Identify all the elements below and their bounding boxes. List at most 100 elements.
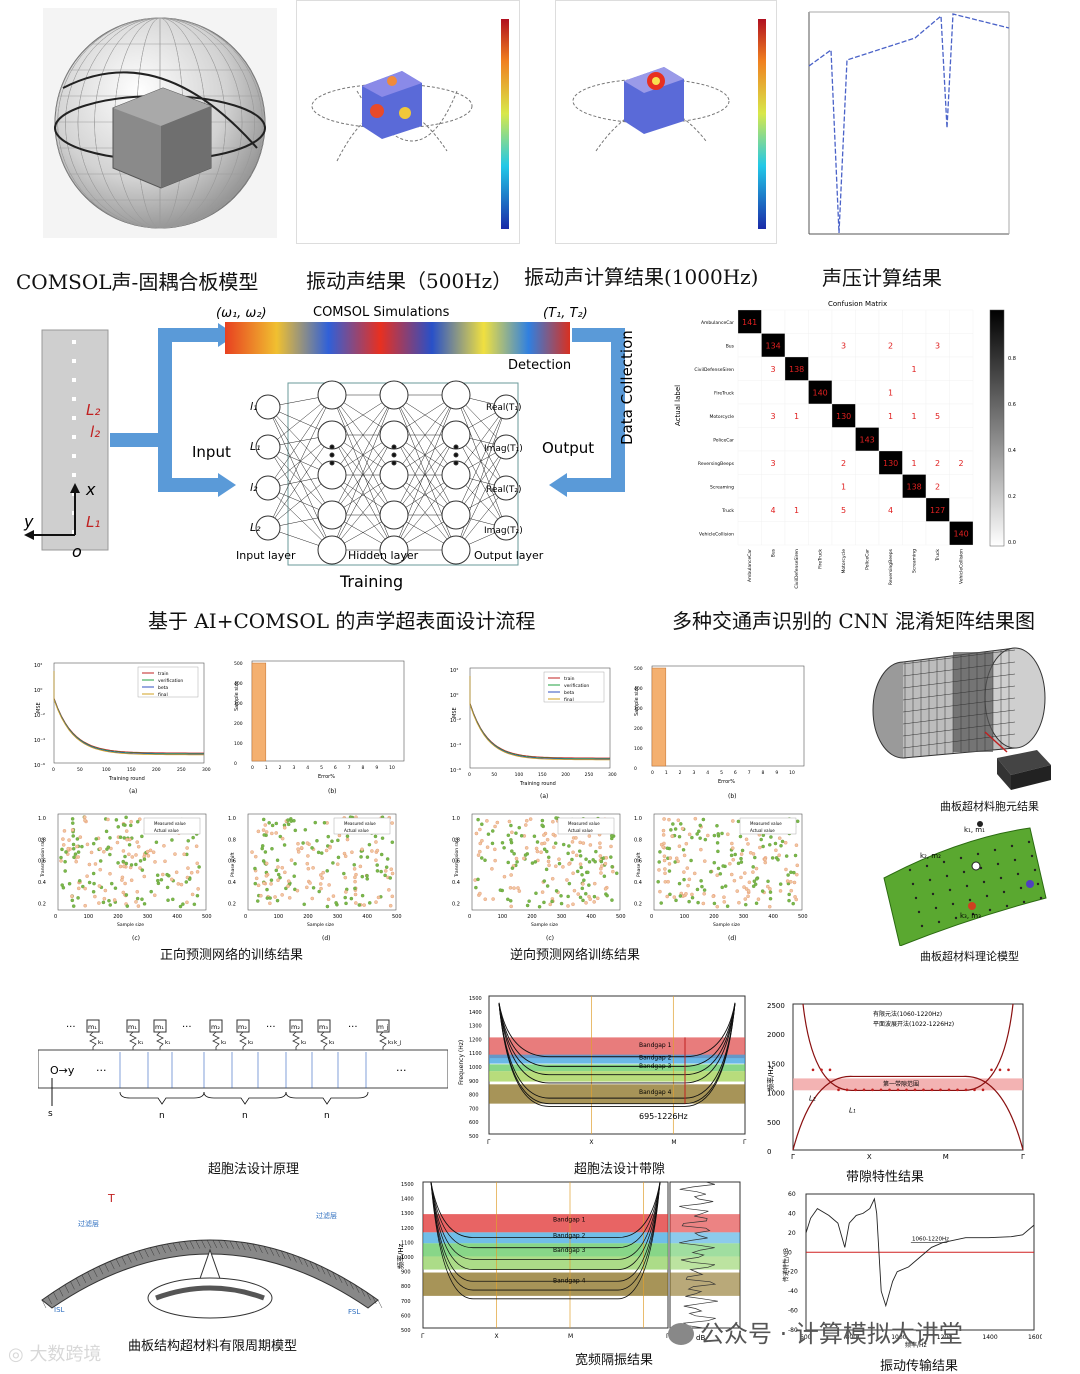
- loss-sublabel: (a): [540, 793, 548, 800]
- loss-ytick: 10²: [34, 663, 42, 669]
- scatter-point: [276, 878, 280, 882]
- scatter-point: [784, 854, 789, 858]
- scatter-point: [542, 900, 546, 905]
- scatter-point: [254, 876, 259, 881]
- nn-edge: [455, 446, 507, 551]
- confusion-cell: [949, 474, 974, 499]
- char-fem-point: [854, 1088, 857, 1092]
- scatter-point: [284, 886, 288, 891]
- loss-xlabel: Training round: [519, 781, 556, 787]
- supercell-brace: [119, 1091, 205, 1105]
- wechat-icon: [668, 1323, 694, 1345]
- theory-label-3: k₃, m₃: [960, 912, 981, 920]
- scatter-point: [122, 864, 126, 869]
- arch-grid-line: [161, 1244, 166, 1254]
- loss-ytick: 10⁰: [34, 688, 42, 694]
- loss-xtick: 150: [538, 772, 547, 778]
- scatter-point: [760, 889, 765, 893]
- wide-ytick: 800: [401, 1284, 411, 1290]
- scatter-point: [542, 847, 547, 851]
- char-legend-entry: 有限元法(1060-1220Hz): [873, 1010, 942, 1018]
- scatter-point: [730, 841, 734, 846]
- scatter-point: [554, 816, 558, 820]
- scatter-point: [59, 855, 63, 860]
- wide-xtick: X: [495, 1333, 499, 1340]
- arch-grid-line: [127, 1254, 132, 1263]
- theory-mass-dot: [996, 862, 1000, 866]
- scatter-point: [777, 853, 781, 858]
- scatter-point: [678, 894, 683, 898]
- sphere-mesh-figure: [54, 17, 266, 229]
- scatter-point: [187, 877, 192, 881]
- input-label: Input: [192, 443, 231, 461]
- scatter-point: [697, 829, 701, 833]
- scatter-point: [108, 903, 112, 907]
- scatter-point: [276, 872, 281, 877]
- scatter-point: [310, 896, 314, 901]
- scatter-point: [365, 874, 369, 878]
- scatter-ytick: 0.2: [634, 901, 642, 907]
- scatter-point: [319, 873, 323, 877]
- scatter-point: [491, 829, 495, 833]
- confusion-cell: [855, 309, 880, 334]
- legend-entry: Measured value: [154, 821, 186, 826]
- histogram-bar: [651, 667, 667, 767]
- scatter-point: [693, 816, 698, 821]
- supercell-mass: [376, 1019, 390, 1033]
- scatter-point: [196, 887, 200, 891]
- wide-band-region: [423, 1256, 668, 1270]
- cylinder-axial-line: [902, 673, 1016, 689]
- curved-theory-figure: k₁, m₁ k₂, m₂ k₃, m₃: [883, 821, 1047, 947]
- scatter-point: [67, 881, 72, 886]
- scatter-point: [155, 873, 160, 877]
- scatter-point: [60, 847, 64, 852]
- scatter-point: [506, 833, 511, 838]
- scatter-point: [571, 871, 575, 875]
- scatter-point: [566, 904, 570, 908]
- confusion-cell: [784, 380, 809, 405]
- char-fem-point: [905, 1088, 908, 1092]
- arch-grid-line: [172, 1242, 178, 1252]
- caption-comsol-model: COMSOL声-固耦合板模型: [16, 270, 259, 294]
- scatter-point: [473, 878, 477, 882]
- scatter-point: [185, 900, 189, 905]
- scatter-point: [744, 902, 748, 907]
- loss-curve: [53, 671, 204, 754]
- arch-grid-line: [275, 1249, 280, 1258]
- scatter-point: [787, 898, 791, 903]
- supercell-mass-label: m₁: [128, 1023, 137, 1031]
- hist-ytick: 200: [234, 721, 243, 727]
- scatter-point: [768, 843, 772, 847]
- scatter-point: [599, 859, 604, 864]
- scatter-point: [353, 886, 357, 891]
- scatter-point: [580, 873, 584, 877]
- scatter-point: [754, 877, 759, 881]
- scatter-point: [148, 848, 153, 853]
- theory-mass-dot: [1002, 890, 1006, 894]
- confusion-cell: [831, 427, 856, 452]
- scatter-point: [125, 837, 129, 842]
- trans-ytick: 0: [788, 1249, 792, 1256]
- scatter-point: [77, 879, 82, 883]
- theory-mass-dot: [934, 906, 938, 910]
- nn-edge: [267, 446, 333, 516]
- hist-xtick: 7: [348, 765, 351, 771]
- wide-band-curve: [430, 1181, 661, 1282]
- strip-unit-cell: [72, 435, 76, 439]
- caption-cell-result: 曲板超材料胞元结果: [940, 800, 1039, 813]
- scatter-point: [256, 829, 261, 834]
- arch-grid-line: [87, 1271, 92, 1280]
- supercell-brace: [285, 1091, 369, 1105]
- supercell-spring: [129, 1031, 137, 1050]
- vibration-500hz-figure: [311, 19, 509, 229]
- scatter-point: [130, 855, 135, 859]
- scatter-point: [744, 837, 749, 842]
- scatter-point: [525, 818, 529, 823]
- scatter-point: [665, 846, 670, 850]
- scatter-point: [722, 900, 727, 904]
- wide-db-band: [670, 1214, 740, 1233]
- scatter-point: [703, 859, 707, 863]
- char-fem-point: [837, 1088, 840, 1092]
- scatter-point: [661, 833, 666, 837]
- scatter-xtick: 400: [768, 914, 778, 920]
